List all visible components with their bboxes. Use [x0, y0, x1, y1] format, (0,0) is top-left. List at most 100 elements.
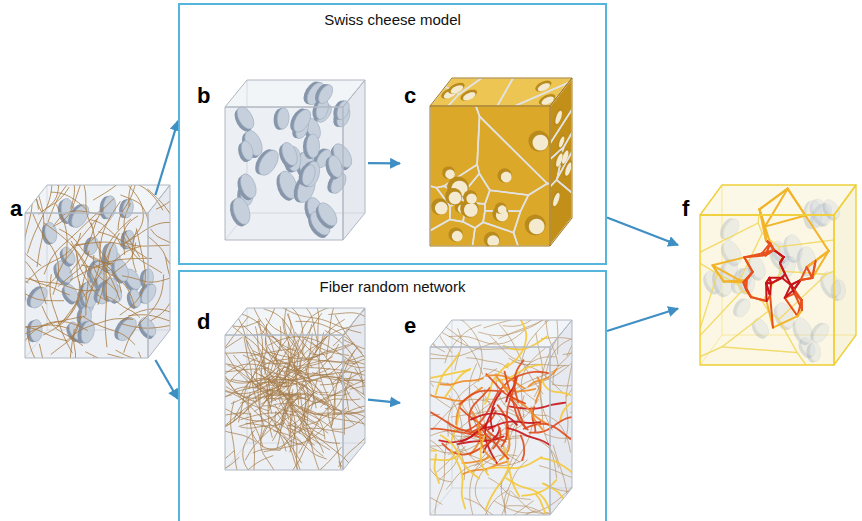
illustration-path	[25, 185, 170, 213]
illustration-line	[807, 267, 813, 278]
model-group-box: Swiss cheese modelbc	[178, 3, 607, 265]
illustration-path	[466, 194, 476, 204]
illustration-path	[430, 78, 572, 106]
illustration-line	[788, 189, 806, 216]
panel-label-box: b	[193, 82, 368, 242]
illustration-ellipse	[276, 107, 289, 129]
illustration-g	[331, 98, 352, 122]
illustration-path	[476, 106, 550, 184]
illustration-path	[37, 193, 44, 266]
illustration-path	[339, 462, 375, 488]
illustration-path	[251, 301, 302, 376]
illustration-line	[780, 257, 783, 263]
illustration-path	[268, 352, 277, 401]
illustration-path	[563, 160, 572, 178]
illustration-ellipse	[234, 104, 258, 132]
illustration-ellipse	[102, 195, 117, 219]
illustration-path	[148, 189, 195, 267]
illustration-path	[203, 413, 251, 415]
illustration-path	[500, 511, 536, 521]
illustration-path	[27, 335, 93, 383]
illustration-path	[44, 223, 97, 284]
illustration-path	[499, 308, 583, 338]
illustration-path	[265, 328, 281, 392]
illustration-path	[0, 244, 28, 283]
illustration-path	[779, 271, 834, 365]
illustration-line	[759, 189, 787, 210]
illustration-path	[225, 308, 365, 335]
illustration-path	[565, 163, 571, 176]
illustration-path	[487, 235, 499, 247]
illustration-ellipse	[314, 200, 340, 230]
illustration-line	[794, 289, 801, 300]
illustration-path	[51, 192, 86, 209]
illustration-path	[722, 311, 797, 352]
illustration-line	[780, 257, 784, 263]
illustration-line	[430, 488, 452, 515]
fiber-cube	[159, 280, 443, 521]
illustration-line	[770, 296, 773, 328]
illustration-g	[748, 316, 772, 341]
illustration-path	[329, 313, 371, 322]
panel-letter: a	[6, 195, 26, 223]
illustration-path	[51, 311, 81, 354]
illustration-line	[773, 316, 798, 328]
illustration-path	[700, 215, 834, 365]
illustration-path	[478, 427, 495, 461]
illustration-line	[744, 257, 752, 272]
illustration-line	[780, 257, 784, 263]
illustration-path	[319, 333, 335, 412]
illustration-path	[546, 415, 571, 452]
illustration-path	[700, 223, 762, 285]
illustration-path	[455, 329, 461, 370]
illustration-path	[544, 434, 611, 444]
illustration-path	[124, 275, 164, 352]
flow-arrow	[607, 309, 678, 332]
illustration-line	[247, 443, 365, 444]
flow-arrow	[368, 400, 400, 403]
illustration-g	[312, 81, 336, 107]
illustration-line	[788, 189, 806, 216]
illustration-line	[794, 280, 800, 289]
illustration-ellipse	[300, 163, 317, 187]
illustration-path	[501, 172, 512, 183]
illustration-g	[430, 106, 550, 247]
flow-arrow	[368, 162, 400, 165]
particle-cube	[225, 78, 365, 242]
illustration-path	[525, 215, 546, 236]
illustration-ellipse	[751, 316, 771, 339]
illustration-path	[75, 160, 92, 228]
illustration-path	[528, 131, 549, 152]
illustration-line	[782, 278, 791, 285]
illustration-ellipse	[27, 285, 51, 311]
illustration-g	[159, 280, 443, 521]
illustration-line	[785, 298, 798, 316]
illustration-g	[807, 319, 832, 346]
illustration-path	[544, 310, 558, 367]
illustration-path	[288, 425, 340, 443]
illustration-path	[350, 366, 443, 389]
illustration-path	[422, 412, 431, 490]
illustration-path	[533, 135, 549, 151]
illustration-line	[771, 278, 782, 283]
illustration-path	[59, 137, 74, 208]
illustration-path	[239, 348, 267, 422]
illustration-path	[464, 203, 478, 217]
illustration-path	[521, 436, 525, 461]
illustration-path	[343, 308, 365, 470]
illustration-path	[261, 426, 276, 472]
illustration-path	[129, 149, 155, 206]
illustration-path	[445, 169, 455, 178]
illustration-path	[339, 425, 376, 466]
illustration-path	[364, 403, 440, 418]
illustration-ellipse	[128, 288, 142, 308]
illustration-ellipse	[811, 321, 832, 345]
illustration-line	[743, 272, 752, 282]
illustration-path	[456, 388, 482, 425]
illustration-line	[774, 250, 783, 257]
illustration-path	[60, 229, 113, 264]
illustration-path	[28, 176, 53, 253]
illustration-path	[700, 215, 834, 365]
illustration-path	[471, 413, 517, 425]
illustration-line	[759, 189, 787, 210]
